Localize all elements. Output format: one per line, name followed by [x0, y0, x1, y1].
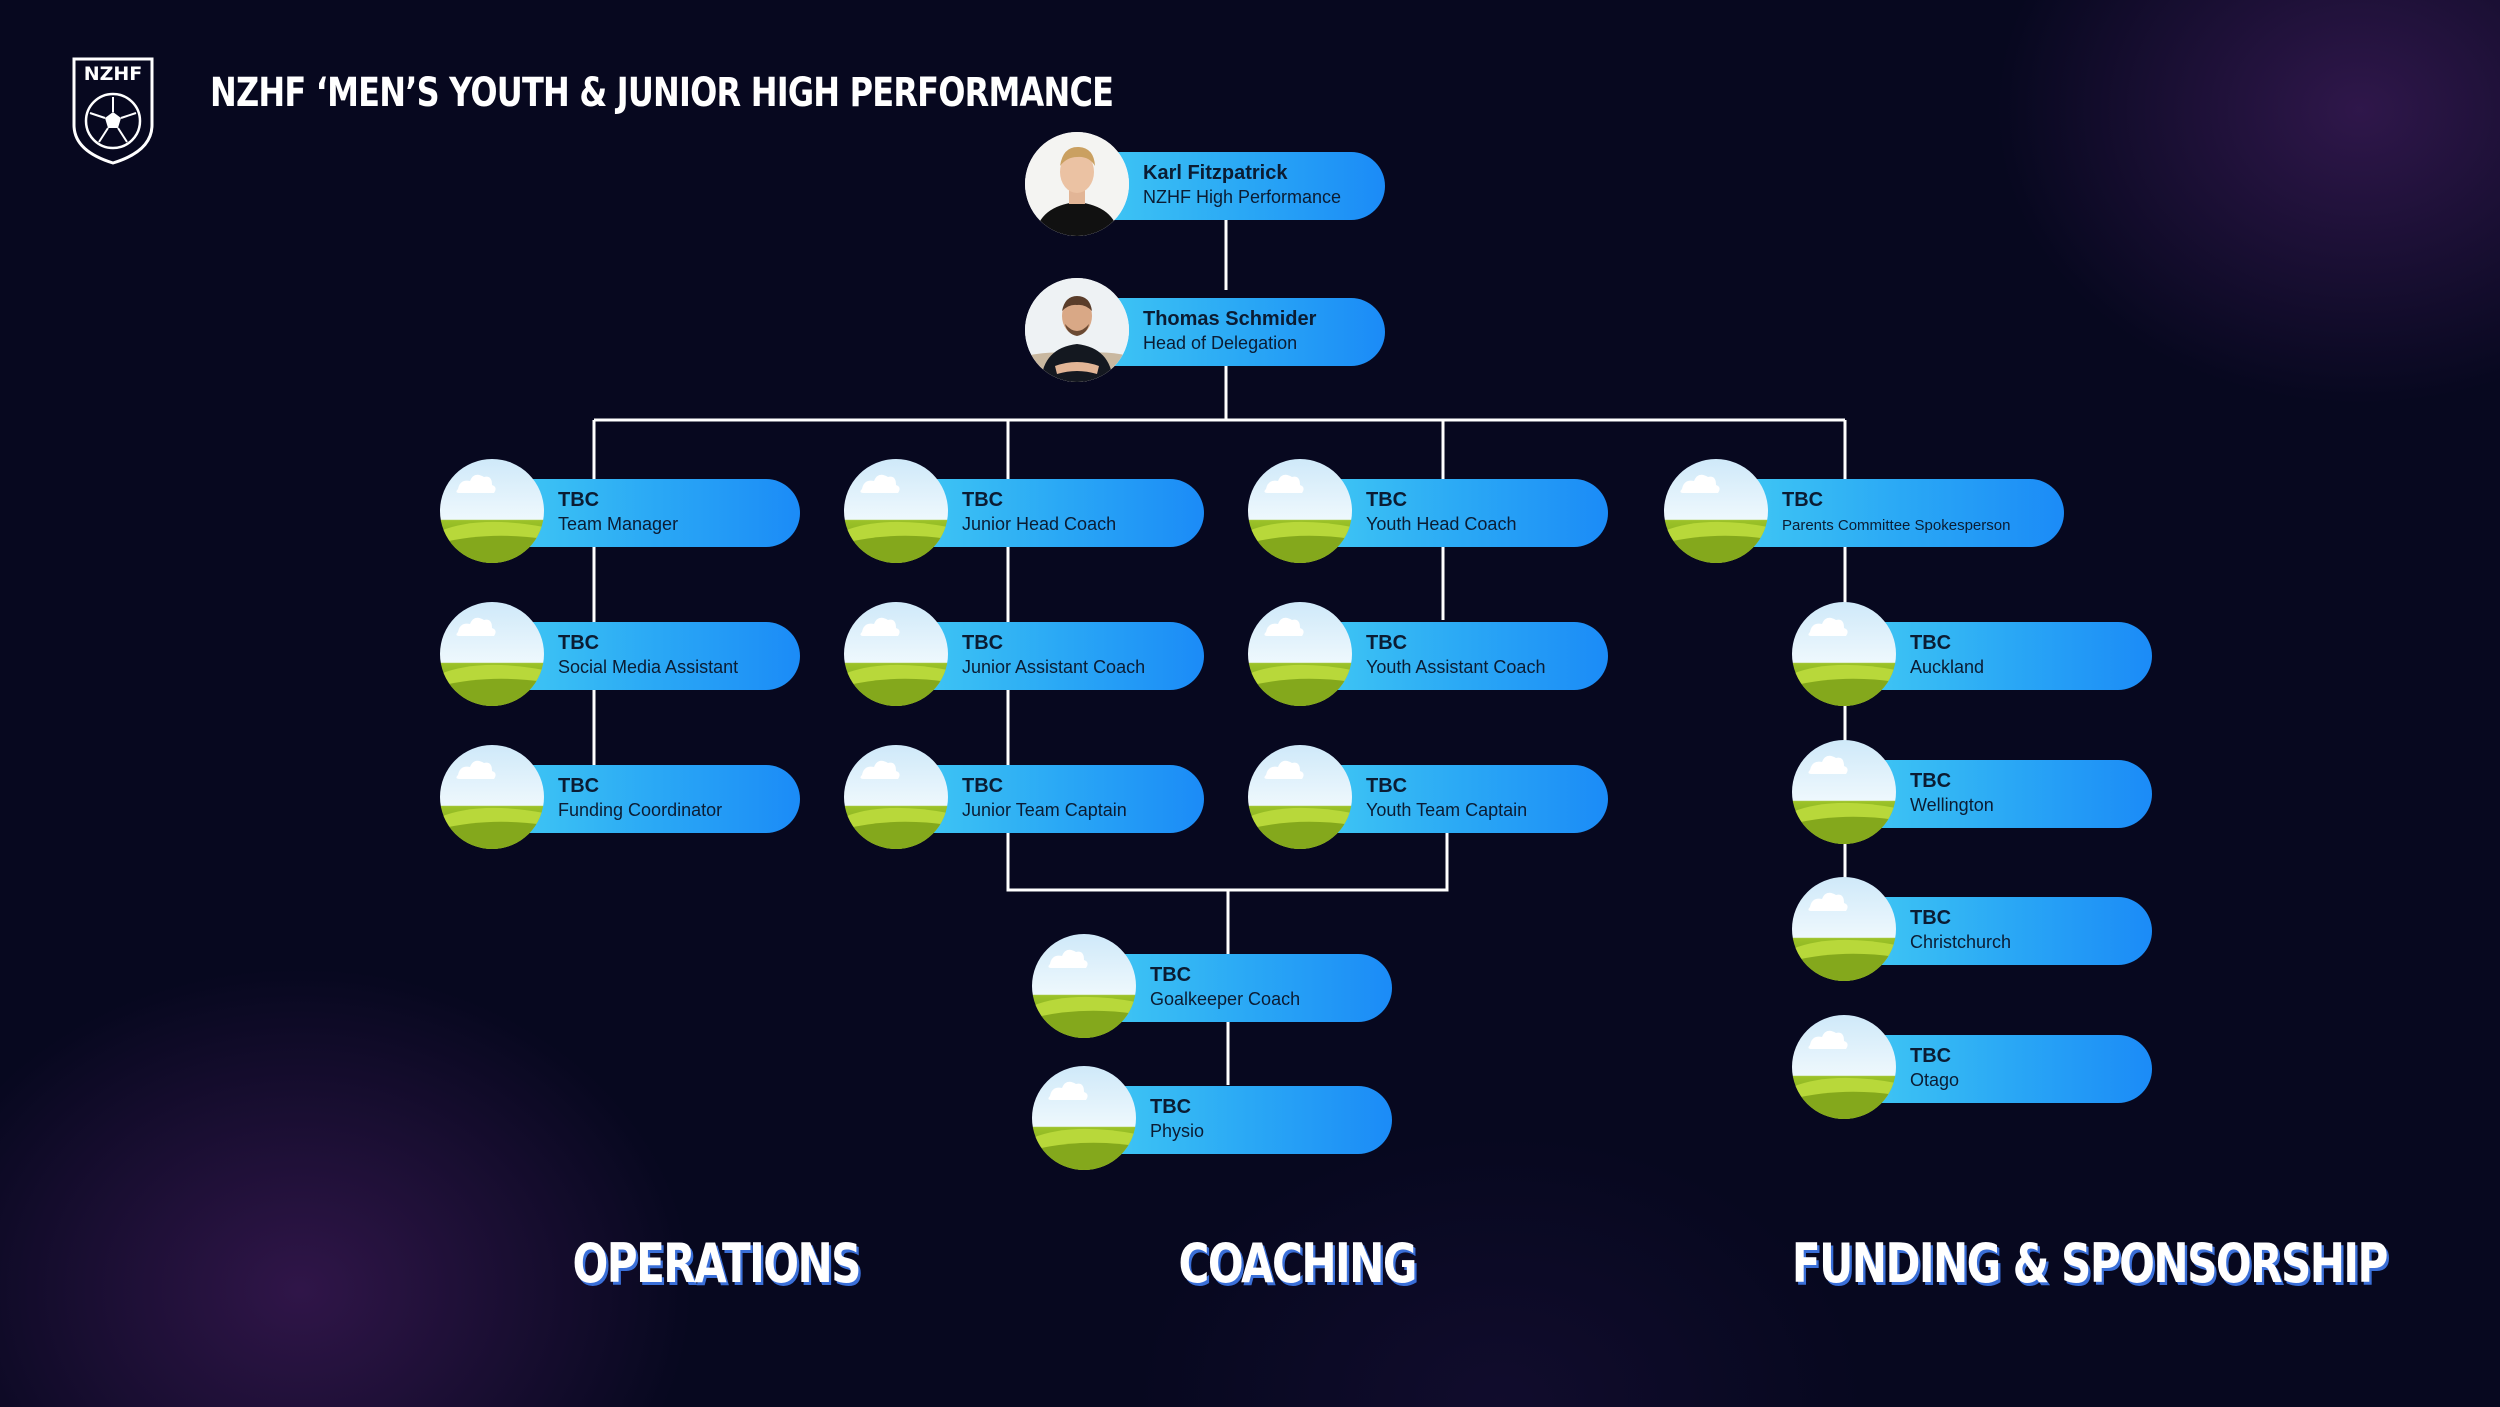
- person-role: Goalkeeper Coach: [1150, 989, 1301, 1009]
- placeholder-avatar-icon: [844, 745, 948, 849]
- person-role: NZHF High Performance: [1143, 187, 1342, 207]
- node-junior-head-coach: TBC Junior Head Coach: [844, 459, 1204, 563]
- person-name: TBC: [1366, 632, 1408, 654]
- node-youth-assistant-coach: TBC Youth Assistant Coach: [1248, 602, 1608, 706]
- person-photo: [1025, 278, 1129, 382]
- person-photo: [1025, 132, 1129, 236]
- nzhf-logo: NZHF: [72, 57, 154, 165]
- placeholder-avatar-icon: [1792, 1015, 1896, 1119]
- placeholder-avatar-icon: [844, 459, 948, 563]
- placeholder-avatar-icon: [1248, 459, 1352, 563]
- person-role: Physio: [1150, 1121, 1205, 1141]
- person-name: TBC: [1366, 775, 1408, 797]
- person-name: Thomas Schmider: [1143, 308, 1317, 330]
- person-name: TBC: [558, 775, 600, 797]
- placeholder-avatar-icon: [1032, 934, 1136, 1038]
- node-junior-team-captain: TBC Junior Team Captain: [844, 745, 1204, 849]
- node-wellington: TBC Wellington: [1792, 740, 2152, 844]
- placeholder-avatar-icon: [844, 602, 948, 706]
- person-name: TBC: [558, 632, 600, 654]
- person-role: Auckland: [1910, 657, 1985, 677]
- node-junior-assistant-coach: TBC Junior Assistant Coach: [844, 602, 1204, 706]
- person-role: Junior Head Coach: [962, 514, 1117, 534]
- node-goalkeeper-coach: TBC Goalkeeper Coach: [1032, 934, 1392, 1038]
- section-coaching: COACHING: [1178, 1232, 1417, 1295]
- person-name: TBC: [1782, 489, 1824, 511]
- person-role: Social Media Assistant: [558, 657, 739, 677]
- node-youth-head-coach: TBC Youth Head Coach: [1248, 459, 1608, 563]
- person-role: Team Manager: [558, 514, 679, 534]
- person-role: Christchurch: [1910, 932, 2012, 952]
- node-thomas-schmider: Thomas Schmider Head of Delegation: [1025, 278, 1385, 382]
- node-otago: TBC Otago: [1792, 1015, 2152, 1119]
- node-funding-coordinator: TBC Funding Coordinator: [440, 745, 800, 849]
- person-role: Wellington: [1910, 795, 1994, 815]
- node-physio: TBC Physio: [1032, 1066, 1392, 1170]
- node-auckland: TBC Auckland: [1792, 602, 2152, 706]
- person-name: TBC: [1150, 1096, 1192, 1118]
- placeholder-avatar-icon: [1248, 602, 1352, 706]
- person-role: Youth Team Captain: [1366, 800, 1528, 820]
- person-name: TBC: [1150, 964, 1192, 986]
- section-operations: OPERATIONS: [572, 1232, 862, 1295]
- person-name: TBC: [962, 632, 1004, 654]
- node-team-manager: TBC Team Manager: [440, 459, 800, 563]
- person-name: TBC: [962, 775, 1004, 797]
- placeholder-avatar-icon: [440, 745, 544, 849]
- node-christchurch: TBC Christchurch: [1792, 877, 2152, 981]
- person-role: Otago: [1910, 1070, 1960, 1090]
- placeholder-avatar-icon: [1792, 877, 1896, 981]
- logo-text: NZHF: [84, 63, 143, 85]
- placeholder-avatar-icon: [1248, 745, 1352, 849]
- person-name: TBC: [1366, 489, 1408, 511]
- person-role: Funding Coordinator: [558, 800, 723, 820]
- person-name: TBC: [1910, 907, 1952, 929]
- person-role: Junior Team Captain: [962, 800, 1127, 820]
- person-name: TBC: [1910, 770, 1952, 792]
- person-name: TBC: [1910, 632, 1952, 654]
- person-role: Parents Committee Spokesperson: [1782, 517, 2011, 534]
- node-parents-committee: TBC Parents Committee Spokesperson: [1664, 459, 2064, 563]
- person-name: TBC: [1910, 1045, 1952, 1067]
- node-social-media-assistant: TBC Social Media Assistant: [440, 602, 800, 706]
- placeholder-avatar-icon: [1664, 459, 1768, 563]
- placeholder-avatar-icon: [1792, 602, 1896, 706]
- node-karl-fitzpatrick: Karl Fitzpatrick NZHF High Performance: [1025, 132, 1385, 236]
- placeholder-avatar-icon: [1792, 740, 1896, 844]
- node-youth-team-captain: TBC Youth Team Captain: [1248, 745, 1608, 849]
- person-name: TBC: [558, 489, 600, 511]
- person-role: Youth Head Coach: [1366, 514, 1517, 534]
- person-role: Youth Assistant Coach: [1366, 657, 1546, 677]
- person-role: Head of Delegation: [1143, 333, 1298, 353]
- placeholder-avatar-icon: [440, 459, 544, 563]
- page-title: NZHF ‘MEN’S YOUTH & JUNIOR HIGH PERFORMA…: [210, 70, 1114, 116]
- person-name: TBC: [962, 489, 1004, 511]
- placeholder-avatar-icon: [1032, 1066, 1136, 1170]
- person-role: Junior Assistant Coach: [962, 657, 1146, 677]
- person-name: Karl Fitzpatrick: [1143, 162, 1288, 184]
- section-funding-sponsorship: FUNDING & SPONSORSHIP: [1791, 1232, 2389, 1295]
- placeholder-avatar-icon: [440, 602, 544, 706]
